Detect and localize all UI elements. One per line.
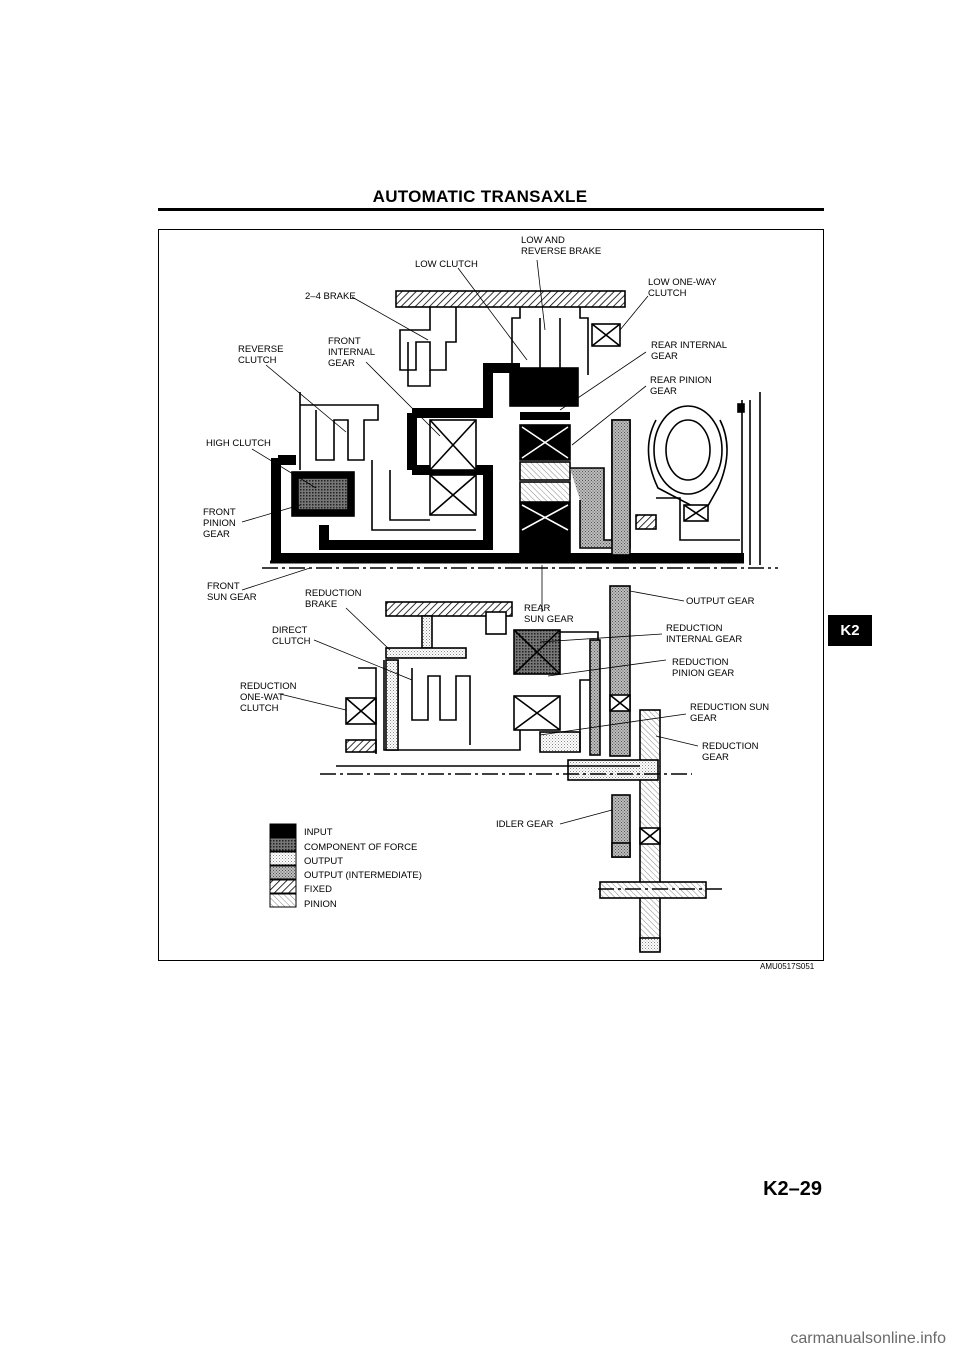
label-output-gear: OUTPUT GEAR bbox=[686, 596, 755, 607]
label-low-clutch: LOW CLUTCH bbox=[415, 259, 478, 270]
low-reverse-brake-pack bbox=[511, 307, 589, 375]
legend-label-pinion: PINION bbox=[304, 899, 337, 910]
page-title: AUTOMATIC TRANSAXLE bbox=[372, 187, 588, 206]
legend-label-force: COMPONENT OF FORCE bbox=[304, 842, 417, 853]
legend-label-intermediate: OUTPUT (INTERMEDIATE) bbox=[304, 870, 422, 881]
legend-label-output: OUTPUT bbox=[304, 856, 343, 867]
reduction-output-drum bbox=[385, 659, 399, 751]
legend-swatch-intermediate bbox=[269, 865, 297, 880]
label-idler-gear: IDLER GEAR bbox=[496, 819, 554, 830]
brake-2-4-pack bbox=[399, 307, 457, 371]
leader-lines bbox=[241, 259, 699, 825]
legend-swatch-pinion bbox=[269, 893, 297, 908]
legend-label-input: INPUT bbox=[304, 827, 333, 838]
figure-code: AMU0517S051 bbox=[760, 962, 815, 971]
legend-swatch-fixed bbox=[269, 879, 297, 894]
low-clutch-pack bbox=[509, 367, 579, 407]
section-tab[interactable]: K2 bbox=[828, 615, 872, 646]
rear-sun-gear bbox=[519, 481, 571, 503]
page-number: K2–29 bbox=[763, 1178, 822, 1200]
upper-gear-train bbox=[271, 290, 761, 565]
legend-swatch-output bbox=[269, 851, 297, 866]
legend-swatch-input bbox=[269, 823, 297, 838]
output-gear bbox=[609, 585, 631, 757]
reverse-clutch-pack bbox=[299, 392, 379, 470]
legend-swatch-force bbox=[269, 837, 297, 852]
input-drum bbox=[271, 455, 744, 563]
watermark: carmanualsonline.info bbox=[790, 1330, 946, 1347]
output-gear-upper bbox=[611, 419, 631, 556]
legend: INPUT COMPONENT OF FORCE OUTPUT OUTPUT (… bbox=[269, 823, 422, 910]
label-high-clutch: HIGH CLUTCH bbox=[206, 438, 271, 449]
label-2-4-brake: 2–4 BRAKE bbox=[305, 291, 356, 302]
legend-label-fixed: FIXED bbox=[304, 884, 332, 895]
figure-frame bbox=[158, 229, 824, 961]
lower-gear-train bbox=[345, 585, 707, 953]
reduction-brake-housing bbox=[385, 601, 513, 617]
header-rule bbox=[158, 208, 824, 211]
brake-housing bbox=[395, 290, 626, 308]
direct-clutch-pack bbox=[397, 660, 471, 745]
